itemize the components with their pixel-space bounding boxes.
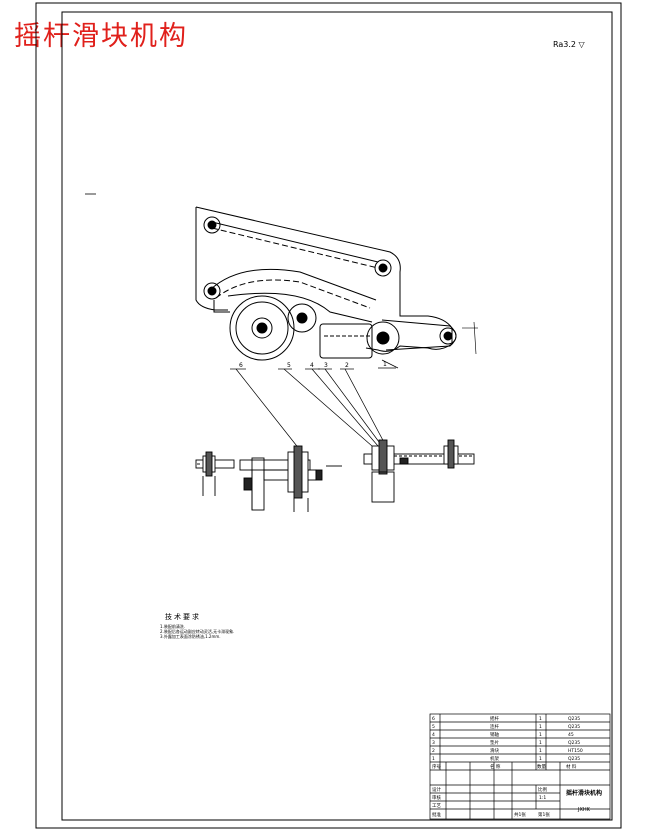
title-block-drawing-title: 摇杆滑块机构: [566, 790, 603, 797]
tb-header-name: 名 称: [490, 763, 501, 770]
tb-row-idx: 5: [432, 724, 435, 730]
tb-sign-approve: 批准: [432, 811, 441, 818]
outer-border: [35, 2, 622, 829]
tb-header-mat: 材 料: [566, 763, 577, 770]
tb-row-mat: 45: [568, 732, 574, 738]
tb-row-mat: Q235: [568, 756, 580, 762]
tb-header-idx: 序号: [432, 763, 441, 770]
tb-row-qty: 1: [539, 740, 542, 746]
tb-row-qty: 1: [539, 724, 542, 730]
tb-scale-value: 1:1: [539, 795, 546, 801]
tb-row-mat: HT150: [568, 748, 583, 754]
tb-row-idx: 1: [432, 756, 435, 762]
technical-note: 3.外露加工表面涂防锈油,1.2mm.: [160, 634, 221, 639]
technical-note: 2.装配后各运动副应转动灵活,无卡滞现象.: [160, 629, 235, 634]
mechanism-assembly: [195, 206, 478, 361]
tb-row-qty: 1: [539, 756, 542, 762]
part-label-5: 5: [287, 362, 291, 369]
surface-roughness-note: Ra3.2 ▽: [553, 40, 585, 49]
technical-note: 1.装配前清洗.: [160, 624, 186, 629]
inner-border: [61, 11, 613, 821]
tb-row-mat: Q235: [568, 740, 580, 746]
tb-row-name: 摇杆: [490, 715, 499, 722]
tb-row-name: 机架: [490, 755, 499, 762]
tb-row-idx: 4: [432, 732, 435, 738]
tb-row-idx: 2: [432, 748, 435, 754]
tb-sheet-number: 第1张: [538, 811, 550, 818]
tb-header-qty: 数量: [537, 763, 546, 770]
leader-lines: [230, 359, 399, 451]
tb-sign-check: 审核: [432, 794, 441, 801]
tb-row-mat: Q235: [568, 716, 580, 722]
tb-row-name: 连杆: [490, 723, 499, 730]
drawing-title: 摇杆滑块机构: [14, 21, 188, 52]
tb-sign-process: 工艺: [432, 803, 441, 809]
part-label-4: 4: [310, 362, 314, 369]
tb-row-qty: 1: [539, 748, 542, 754]
tb-row-name: 垫片: [490, 739, 499, 746]
part-label-3: 3: [324, 362, 328, 369]
tb-row-mat: Q235: [568, 724, 580, 730]
tb-row-qty: 1: [539, 716, 542, 722]
tb-sign-design: 设计: [432, 786, 441, 793]
part-label-1: 1: [383, 361, 387, 368]
tb-sheet-total: 共1张: [514, 811, 526, 818]
tb-scale-label: 比例: [538, 786, 547, 793]
tb-row-name: 滑块: [490, 747, 499, 754]
section-details: [195, 439, 475, 512]
title-block: [429, 713, 611, 820]
part-label-6: 6: [239, 362, 243, 369]
tb-row-idx: 3: [432, 740, 435, 746]
title-block-drawing-code: JXHK: [578, 807, 590, 813]
part-label-2: 2: [345, 362, 349, 369]
tb-row-qty: 1: [539, 732, 542, 738]
tb-row-name: 销轴: [490, 731, 499, 738]
technical-requirements-heading: 技术要求: [165, 613, 201, 621]
tb-row-idx: 6: [432, 716, 435, 722]
